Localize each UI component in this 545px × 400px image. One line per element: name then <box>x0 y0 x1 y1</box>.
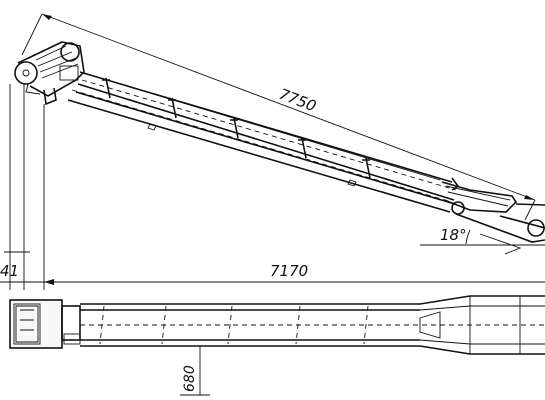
angle-label: 18° <box>440 226 467 244</box>
horizontal-span-label: 7170 <box>270 262 308 280</box>
left-offset-label: 41 <box>0 262 19 280</box>
head-drive-unit <box>14 41 85 106</box>
plan-view <box>9 295 545 396</box>
idler-supports <box>102 77 371 187</box>
plan-width-label: 680 <box>182 365 198 392</box>
conveyor-frame <box>67 71 457 213</box>
belt-length-dimension: 7750 <box>21 13 536 221</box>
horizontal-span-dimension: 7170 41 <box>0 262 545 285</box>
angle-annotation: 18° <box>420 226 545 246</box>
plan-width-dimension: 680 <box>182 365 198 392</box>
side-elevation-view: 7750 <box>0 13 545 290</box>
tail-section <box>441 177 545 255</box>
height-extension-lines <box>4 84 45 290</box>
